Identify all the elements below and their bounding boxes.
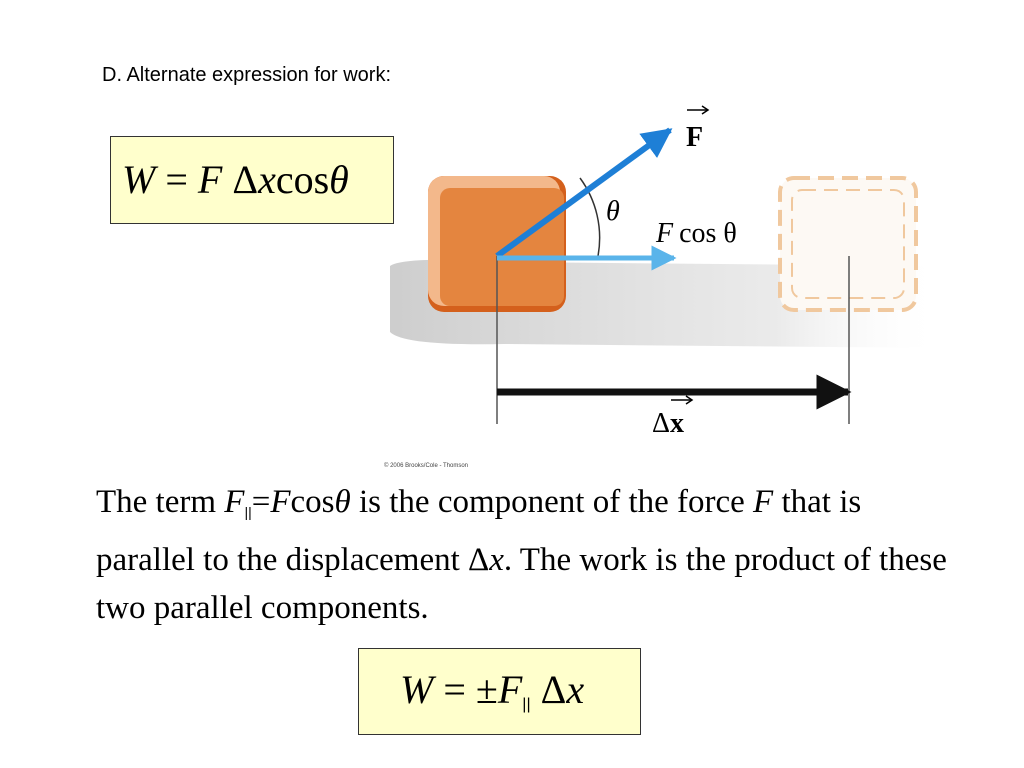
eq2-w: W xyxy=(400,667,434,712)
eq2-x: x xyxy=(566,667,585,712)
block-face xyxy=(440,188,564,306)
theta-label: θ xyxy=(606,196,620,227)
eq2-f: F xyxy=(497,667,523,712)
parallel-work-equation: W = ±F|| Δx xyxy=(400,666,584,714)
eq-cos: cos xyxy=(275,157,330,202)
eq2-equals-pm: = ± xyxy=(433,667,498,712)
eq-x: x xyxy=(258,157,276,202)
explanation-paragraph: The term F||=Fcosθ is the component of t… xyxy=(96,484,947,626)
displacement-label: Δx xyxy=(652,408,684,436)
copyright-notice: © 2006 Brooks/Cole - Thomson xyxy=(384,463,469,469)
eq-f: F xyxy=(197,157,223,202)
work-equation: W = F Δxcosθ xyxy=(122,156,349,203)
eq2-delta: Δ xyxy=(530,667,567,712)
work-equation-box xyxy=(110,136,394,224)
force-arrow xyxy=(495,127,673,259)
eq-equals: = xyxy=(155,157,198,202)
angle-arc xyxy=(579,177,601,257)
parallel-work-equation-box xyxy=(358,648,641,735)
eq-delta: Δ xyxy=(222,157,259,202)
eq2-sub: || xyxy=(522,696,531,713)
final-block-inner-outline xyxy=(791,189,905,299)
force-label-arrow-icon xyxy=(687,105,710,115)
final-block-outline xyxy=(778,176,918,312)
eq-theta: θ xyxy=(329,157,349,202)
slide-heading: D. Alternate expression for work: xyxy=(102,64,392,86)
force-label: F xyxy=(686,122,703,153)
eq-w: W xyxy=(122,157,156,202)
displacement-label-arrow-icon xyxy=(671,395,694,405)
